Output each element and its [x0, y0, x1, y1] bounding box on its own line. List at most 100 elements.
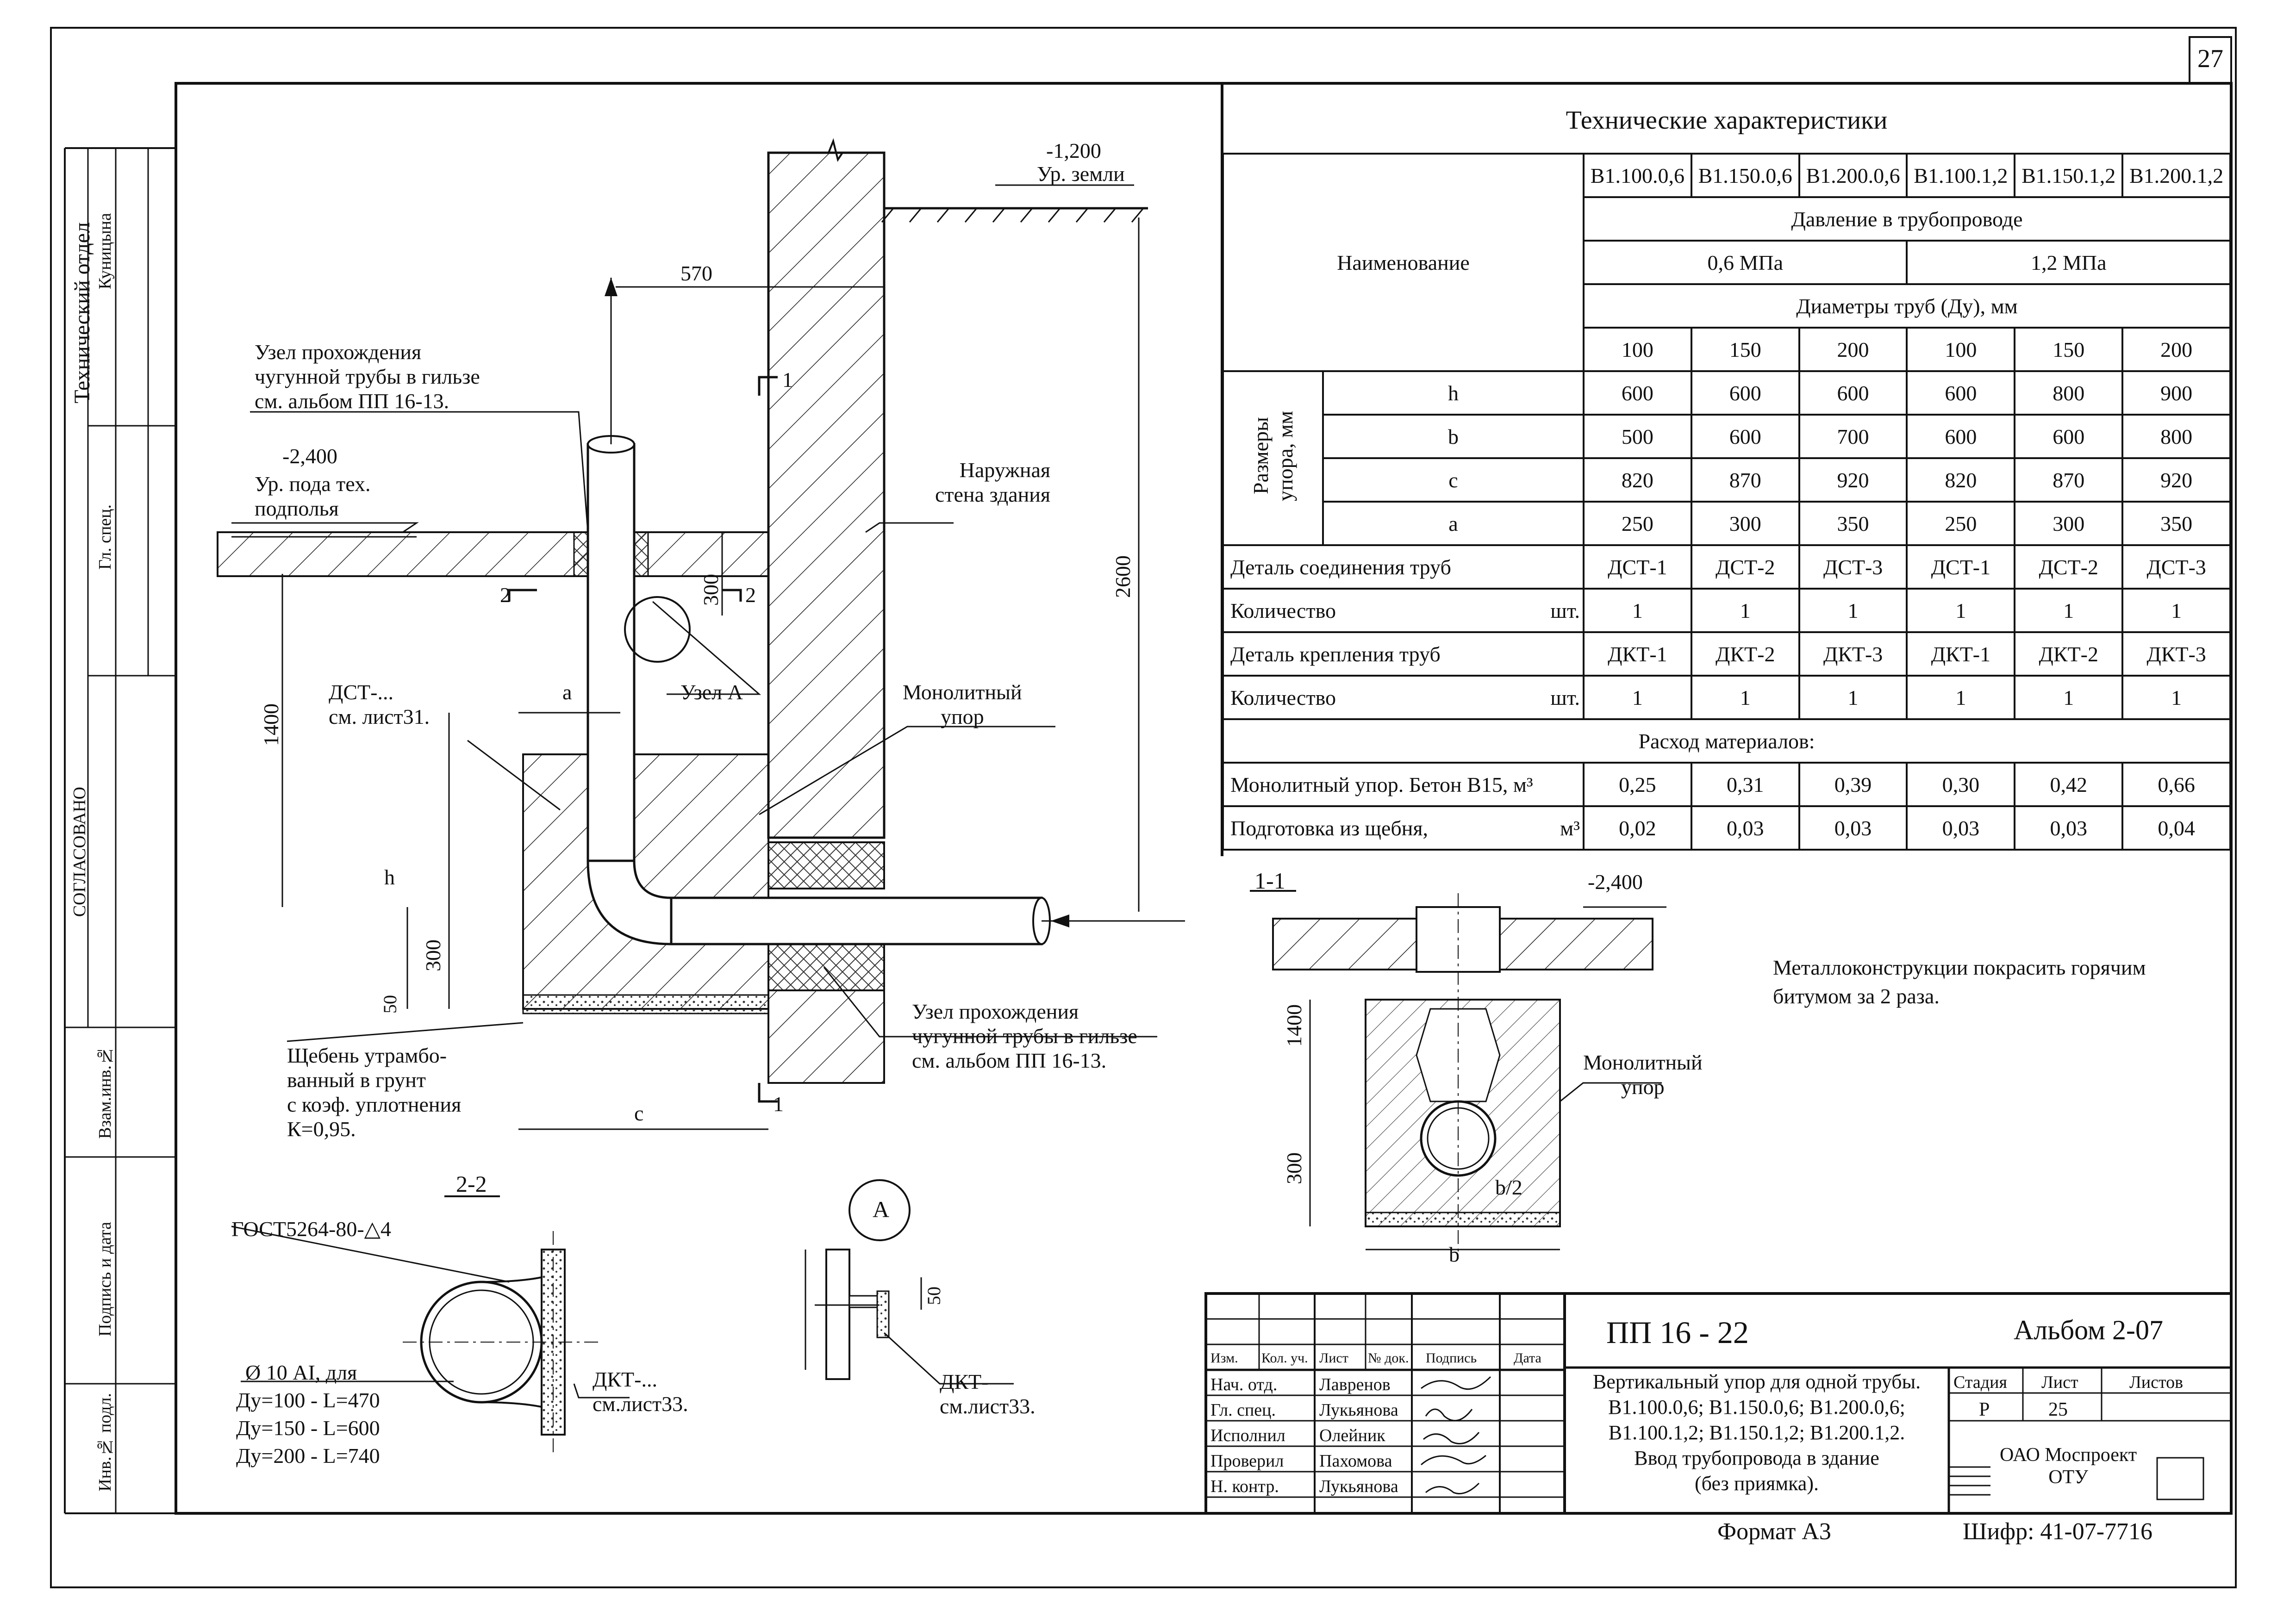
horizontal-pipe [670, 896, 1043, 945]
size-row-label: b [1322, 414, 1585, 459]
detail-fix-cell: ДКТ-2 [1690, 631, 1800, 677]
size-cell: 300 [2014, 501, 2124, 546]
dst-label: ДСТ-... см. лист31. [329, 680, 430, 728]
stamp-sheet: 25 [2048, 1399, 2068, 1420]
concrete-cell: 0,66 [2121, 762, 2231, 807]
materials-header: Расход материалов: [1222, 718, 2231, 764]
stamp-name: Лукьянова [1319, 1477, 1398, 1496]
size-cell: 800 [2121, 414, 2231, 459]
size-cell: 600 [1798, 370, 1908, 416]
size-cell: 870 [1690, 457, 1800, 503]
stamp-col-kol: Кол. уч. [1261, 1350, 1308, 1366]
stamp-org: ОАО Моспроект ОТУ [2000, 1444, 2137, 1488]
stamp-col-data: Дата [1514, 1350, 1541, 1366]
stamp-name: Лавренов [1319, 1375, 1391, 1394]
stamp-title-2: В1.100.0,6; В1.150.0,6; В1.200.0,6; [1608, 1396, 1905, 1418]
diam-3: 200 [1798, 327, 1908, 372]
size-cell: 600 [1906, 414, 2016, 459]
section-1-1-b: b [1449, 1243, 1460, 1266]
cipher-label: Шифр: 41-07-7716 [1963, 1518, 2153, 1545]
gravel-cell: 0,03 [2014, 805, 2124, 851]
gravel-cell: 0,04 [2121, 805, 2231, 851]
section-1-1-monolith: Монолитный упор [1583, 1051, 1703, 1099]
qty2-cell: 1 [1690, 675, 1800, 720]
section-1-1-title: 1-1 [1254, 868, 1285, 894]
qty2-unit: шт. [1550, 685, 1580, 709]
node-pass-top: Узел прохождения чугунной трубы в гильзе… [255, 340, 480, 413]
stamp-col-list: Лист [1319, 1350, 1348, 1366]
section-mark-1-bottom: 1 [773, 1092, 784, 1116]
qty2-cell: 1 [1582, 675, 1692, 720]
model-1: В1.100.0,6 [1582, 153, 1692, 198]
model-4: В1.100.1,2 [1906, 153, 2016, 198]
floor-level: -2,400 [282, 444, 337, 468]
size-row-label: c [1322, 457, 1585, 503]
stamp-title-5: (без приямка). [1695, 1472, 1819, 1495]
qty2-label-cell: Количество шт. [1222, 675, 1585, 720]
detail-fix-cell: ДКТ-1 [1582, 631, 1692, 677]
rod-line-1: Ду=100 - L=470 [236, 1388, 380, 1412]
sizes-label-cell: Размеры упора, мм [1222, 370, 1324, 546]
stamp-stage: Р [1979, 1399, 1990, 1420]
qty2-cell: 1 [2014, 675, 2124, 720]
section-mark-2-right: 2 [745, 583, 756, 607]
size-cell: 920 [2121, 457, 2231, 503]
stamp-role: Проверил [1210, 1451, 1284, 1471]
name-header: Наименование [1222, 153, 1585, 372]
concrete-label: Монолитный упор. Бетон В15, м³ [1222, 762, 1585, 807]
floor-slab [217, 531, 769, 577]
specs-table: Технические характеристики Наименование … [1222, 88, 2232, 851]
detail-conn-cell: ДСТ-2 [1690, 544, 1800, 590]
stamp-sheets-header: Листов [2129, 1373, 2184, 1392]
concrete-cell: 0,39 [1798, 762, 1908, 807]
stamp-role: Нач. отд. [1210, 1375, 1278, 1394]
qty1-unit: шт. [1550, 598, 1580, 622]
qty1-cell: 1 [1798, 588, 1908, 633]
gravel-unit: м³ [1560, 816, 1580, 840]
diam-1: 100 [1582, 327, 1692, 372]
paint-note: Металлоконструкции покрасить горячим бит… [1773, 956, 2146, 1008]
qty2-cell: 1 [1906, 675, 2016, 720]
stamp-album: Альбом 2-07 [2014, 1315, 2163, 1345]
gost-label: ГОСТ5264-80-△4 [231, 1217, 392, 1241]
size-cell: 600 [1690, 370, 1800, 416]
format-label: Формат А3 [1717, 1518, 1831, 1545]
pressure-12: 1,2 МПа [1906, 240, 2231, 285]
detail-conn-cell: ДСТ-1 [1582, 544, 1692, 590]
size-cell: 600 [1690, 414, 1800, 459]
concrete-cell: 0,31 [1690, 762, 1800, 807]
qty1-cell: 1 [1906, 588, 2016, 633]
gravel-note: Щебень утрамбо- ванный в грунт с коэф. у… [287, 1044, 462, 1141]
gravel-cell: 0,03 [1798, 805, 1908, 851]
detail-fix-cell: ДКТ-1 [1906, 631, 2016, 677]
section-2-2-title: 2-2 [456, 1171, 487, 1197]
rod-label: Ø 10 АI, для [245, 1361, 357, 1384]
qty1-label: Количество [1230, 598, 1336, 622]
size-row-label: a [1322, 501, 1585, 546]
model-6: В1.200.1,2 [2121, 153, 2231, 198]
section-1-1-b-half: b/2 [1495, 1175, 1522, 1199]
qty1-cell: 1 [2121, 588, 2231, 633]
gravel-cell: 0,03 [1906, 805, 2016, 851]
dim-h: h [384, 865, 395, 889]
model-5: В1.150.1,2 [2014, 153, 2124, 198]
stamp-name: Пахомова [1319, 1451, 1392, 1471]
detail-fix-cell: ДКТ-2 [2014, 631, 2124, 677]
qty2-cell: 1 [2121, 675, 2231, 720]
diam-5: 150 [2014, 327, 2124, 372]
node-a-label: Узел А [680, 680, 743, 704]
stamp-role: Исполнил [1210, 1426, 1285, 1445]
size-cell: 900 [2121, 370, 2231, 416]
stamp-stage-header: Стадия [1953, 1373, 2007, 1392]
stamp-role: Н. контр. [1210, 1477, 1279, 1496]
outer-wall-label: Наружная стена здания [935, 458, 1051, 506]
pressure-06: 0,6 МПа [1582, 240, 1908, 285]
stamp-col-izm: Изм. [1210, 1350, 1238, 1366]
concrete-cell: 0,25 [1582, 762, 1692, 807]
model-3: В1.200.0,6 [1798, 153, 1908, 198]
dim-570: 570 [680, 261, 712, 285]
rod-line-3: Ду=200 - L=740 [236, 1444, 380, 1468]
